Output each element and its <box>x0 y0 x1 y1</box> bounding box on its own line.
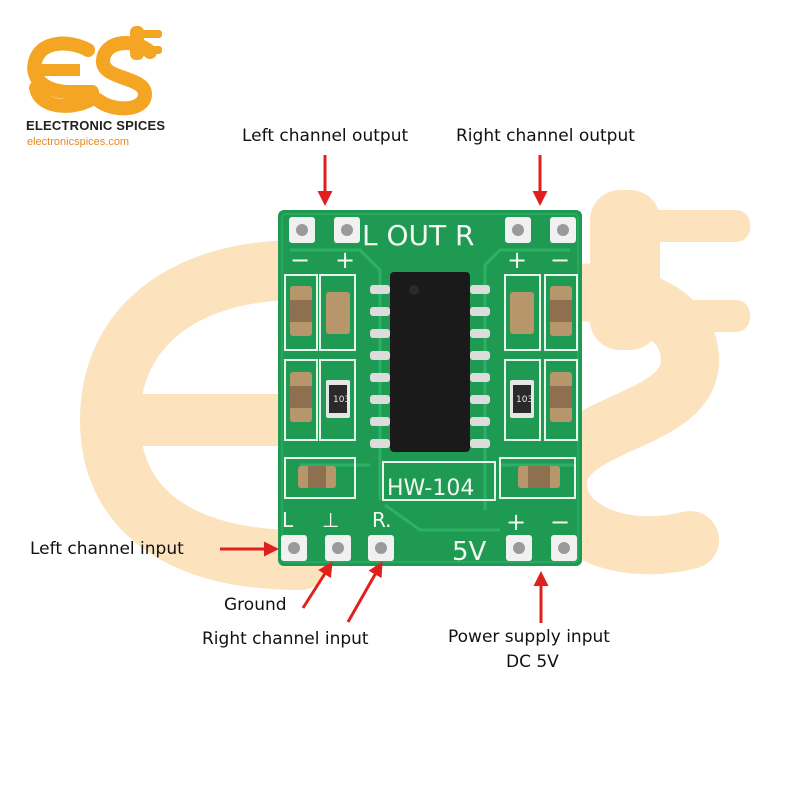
ic-pin <box>370 307 390 316</box>
ic-pin <box>370 395 390 404</box>
silk-right: R. <box>372 508 392 532</box>
brand-logo <box>27 26 162 116</box>
ic-pin <box>470 395 490 404</box>
pad-hole <box>557 224 569 236</box>
pad-hole <box>512 224 524 236</box>
ic-pin <box>470 373 490 382</box>
brand-name: ELECTRONIC SPICES <box>26 118 166 133</box>
label-left-output: Left channel output <box>242 126 409 146</box>
silk-plus-left: + <box>335 246 355 274</box>
silk-plus-right: + <box>507 246 527 274</box>
ic-pin <box>470 285 490 294</box>
silk-left: L <box>282 508 294 532</box>
ic-pin <box>470 329 490 338</box>
ic-pin <box>470 417 490 426</box>
silk-power: 5V <box>452 537 487 567</box>
ic-pin <box>370 417 390 426</box>
label-power-line1: Power supply input <box>448 627 610 647</box>
arrows <box>220 155 549 623</box>
brand-url: electronicspices.com <box>27 136 130 148</box>
silk-ground: ⊥ <box>322 508 339 532</box>
silk-model: HW-104 <box>387 476 474 501</box>
pad-hole <box>558 542 570 554</box>
silk-minus-power: − <box>550 508 570 536</box>
label-right-input: Right channel input <box>202 629 369 649</box>
silk-minus-left: − <box>290 246 310 274</box>
resistor-code-right: 103 <box>516 395 533 405</box>
ic-pin <box>370 351 390 360</box>
resistor-code-left: 103 <box>333 395 350 405</box>
ic-chip <box>390 272 470 452</box>
ic-pin <box>370 285 390 294</box>
pad-hole <box>332 542 344 554</box>
label-right-output: Right channel output <box>456 126 635 146</box>
ic-pin <box>370 439 390 448</box>
pad-hole <box>341 224 353 236</box>
silk-plus-power: + <box>506 508 526 536</box>
ic-pin <box>370 329 390 338</box>
pad-hole <box>513 542 525 554</box>
ic-pin <box>470 439 490 448</box>
ic-pin <box>470 307 490 316</box>
pad-hole <box>375 542 387 554</box>
pad-hole <box>288 542 300 554</box>
ic-pin <box>470 351 490 360</box>
arrow-right-input <box>346 561 383 623</box>
pcb-board: L OUT R HW-104 L ⊥ R. 5V + − + − + − 103… <box>278 210 582 567</box>
solder-pads <box>281 217 577 561</box>
silk-minus-right: − <box>550 246 570 274</box>
silk-top: L OUT R <box>362 219 475 252</box>
arrow-ground <box>301 561 333 609</box>
pad-hole <box>296 224 308 236</box>
label-ground: Ground <box>224 595 287 615</box>
label-power-line2: DC 5V <box>506 652 559 672</box>
ic-pin <box>370 373 390 382</box>
ic-pins <box>370 285 490 448</box>
label-left-input: Left channel input <box>30 539 184 559</box>
